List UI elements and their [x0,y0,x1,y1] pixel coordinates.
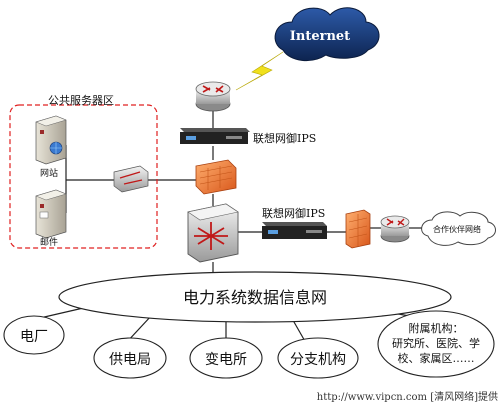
partner-label: 合作伙伴网络 [433,224,481,234]
partner-router-icon [380,215,410,243]
internet-cloud-icon [274,7,380,62]
ips-device-icon [180,128,250,144]
lightning-link-icon [235,51,284,91]
firewall-2-icon [345,209,371,249]
affiliate-line: 附属机构： [409,321,464,335]
backbone-network [58,271,452,323]
edge-router-icon [195,81,231,112]
ips-label: 联想网御IPS [253,131,316,145]
site-node [93,337,167,379]
site-node [189,337,263,379]
partner-network-cloud-icon [421,211,496,246]
watermark: http://www.vipcn.com [清风网络]提供 [317,390,498,403]
ips-device-2-icon [262,222,327,239]
web-server-label: 网站 [40,167,58,179]
site-label: 供电局 [109,352,151,368]
site-label: 电厂 [20,329,48,345]
affiliate-node [377,310,495,378]
site-label: 分支机构 [290,352,346,368]
web-server-icon [35,115,67,165]
backbone-label: 电力系统数据信息网 [183,288,327,307]
zone-switch-icon [113,165,149,193]
firewall-icon [195,159,237,195]
internet-label: Internet [290,29,350,44]
site-node [277,337,359,379]
core-switch-icon [187,203,239,263]
zone-title: 公共服务器区 [48,94,114,107]
mail-server-icon [35,189,67,239]
site-node [3,315,65,355]
affiliate-line: 校、家属区…… [398,351,475,365]
ips-2-label: 联想网御IPS [262,206,325,220]
affiliate-line: 研究所、医院、学 [392,336,480,350]
site-label: 变电所 [205,352,247,368]
public-server-zone [9,104,158,249]
mail-server-label: 邮件 [40,236,58,248]
